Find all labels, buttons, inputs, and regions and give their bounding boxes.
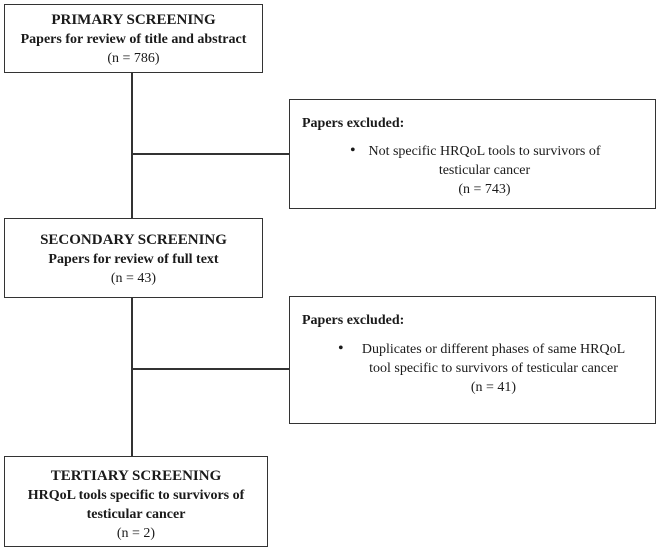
exclusion-2-reason: Duplicates or different phases of same H… bbox=[361, 342, 626, 376]
tertiary-screening-box: TERTIARY SCREENING HRQoL tools specific … bbox=[4, 456, 268, 547]
exclusion-1-reason: Not specific HRQoL tools to survivors of… bbox=[368, 144, 601, 178]
bullet-icon: • bbox=[338, 340, 344, 357]
connector-main-1 bbox=[131, 72, 133, 218]
primary-screening-title: PRIMARY SCREENING bbox=[51, 12, 216, 28]
primary-screening-count: (n = 786) bbox=[107, 51, 160, 66]
exclusion-1-count: (n = 743) bbox=[458, 182, 511, 197]
secondary-screening-title: SECONDARY SCREENING bbox=[40, 232, 227, 248]
tertiary-screening-subtitle: HRQoL tools specific to survivors of tes… bbox=[27, 488, 245, 522]
exclusion-2-heading: Papers excluded: bbox=[302, 313, 405, 328]
connector-branch-1 bbox=[131, 153, 289, 155]
bullet-icon: • bbox=[350, 142, 356, 159]
exclusion-2-count: (n = 41) bbox=[470, 380, 517, 395]
secondary-screening-box: SECONDARY SCREENING Papers for review of… bbox=[4, 218, 263, 298]
primary-screening-box: PRIMARY SCREENING Papers for review of t… bbox=[4, 4, 263, 73]
tertiary-screening-count: (n = 2) bbox=[116, 526, 156, 541]
connector-main-2 bbox=[131, 297, 133, 456]
exclusion-1-heading: Papers excluded: bbox=[302, 116, 405, 131]
tertiary-screening-title: TERTIARY SCREENING bbox=[50, 468, 222, 484]
connector-branch-2 bbox=[131, 368, 289, 370]
secondary-screening-subtitle: Papers for review of full text bbox=[48, 252, 219, 267]
exclusion-box-1: Papers excluded: • Not specific HRQoL to… bbox=[289, 99, 656, 209]
exclusion-box-2: Papers excluded: • Duplicates or differe… bbox=[289, 296, 656, 424]
primary-screening-subtitle: Papers for review of title and abstract bbox=[20, 32, 247, 47]
secondary-screening-count: (n = 43) bbox=[110, 271, 157, 286]
